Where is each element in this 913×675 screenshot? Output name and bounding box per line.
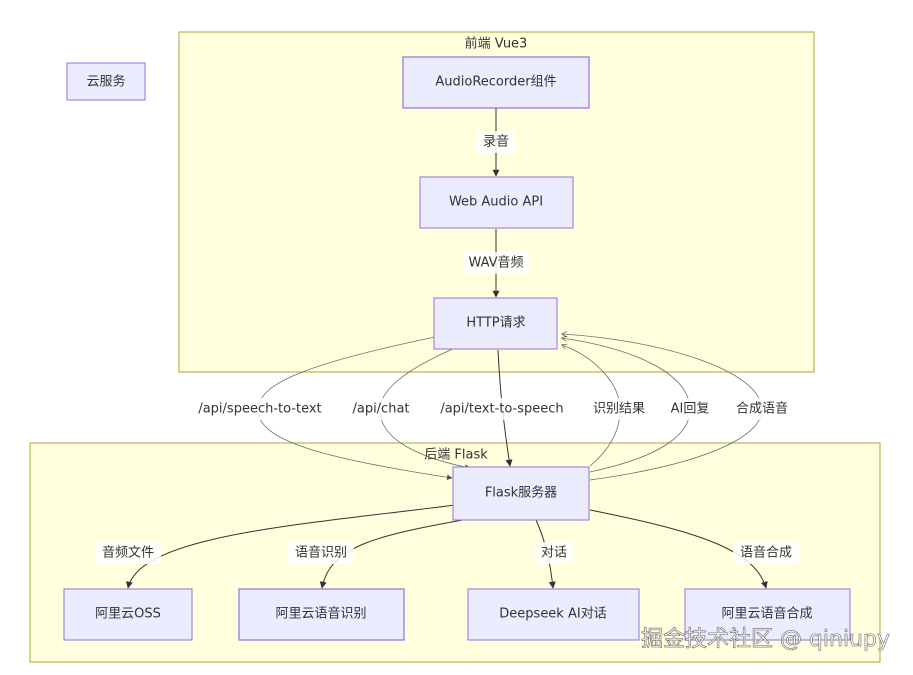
frontend-cluster-title: 前端 Vue3 (465, 36, 528, 52)
label-speech-synth: 语音合成 (740, 545, 792, 561)
node-web-audio-api: Web Audio API (419, 176, 574, 229)
cloud-cluster-title: 云服务 (86, 74, 125, 90)
node-aliyun-asr-label: 阿里云语音识别 (275, 606, 366, 622)
node-http-request: HTTP请求 (433, 297, 558, 350)
node-deepseek-label: Deepseek AI对话 (499, 607, 606, 622)
node-aliyun-oss-label: 阿里云OSS (95, 607, 161, 622)
node-aliyun-tts: 阿里云语音合成 (684, 588, 851, 641)
label-api-chat: /api/chat (352, 402, 409, 417)
node-flask-server: Flask服务器 (452, 466, 590, 521)
label-audio-file: 音频文件 (102, 545, 154, 561)
node-audio-recorder: AudioRecorder组件 (402, 56, 590, 109)
node-aliyun-asr: 阿里云语音识别 (238, 588, 405, 641)
backend-cluster-title: 后端 Flask (424, 448, 488, 463)
cloud-cluster: 云服务 (66, 62, 146, 101)
label-ai-reply: AI回复 (671, 402, 710, 417)
label-api-tts: /api/text-to-speech (440, 402, 563, 417)
label-speech-recog: 语音识别 (295, 545, 347, 561)
edge-speech-recog (319, 518, 469, 589)
label-recog-result: 识别结果 (593, 402, 645, 417)
label-wav-audio: WAV音频 (468, 255, 523, 271)
label-record: 录音 (483, 134, 509, 150)
node-deepseek: Deepseek AI对话 (467, 588, 640, 641)
edge-speech-synth (589, 509, 768, 589)
node-web-audio-api-label: Web Audio API (449, 195, 543, 210)
node-audio-recorder-label: AudioRecorder组件 (435, 75, 556, 90)
label-dialog: 对话 (541, 546, 567, 561)
node-flask-server-label: Flask服务器 (485, 485, 557, 501)
node-aliyun-tts-label: 阿里云语音合成 (721, 606, 812, 622)
edge-labels: 录音 WAV音频 /api/speech-to-text /api/chat /… (95, 131, 799, 564)
edge-audio-file (125, 504, 456, 589)
node-http-request-label: HTTP请求 (466, 316, 525, 331)
label-synth-voice: 合成语音 (736, 401, 788, 417)
node-aliyun-oss: 阿里云OSS (63, 588, 193, 641)
watermark: 掘金技术社区 @ qiniupy (641, 627, 890, 652)
label-api-stt: /api/speech-to-text (198, 402, 321, 417)
